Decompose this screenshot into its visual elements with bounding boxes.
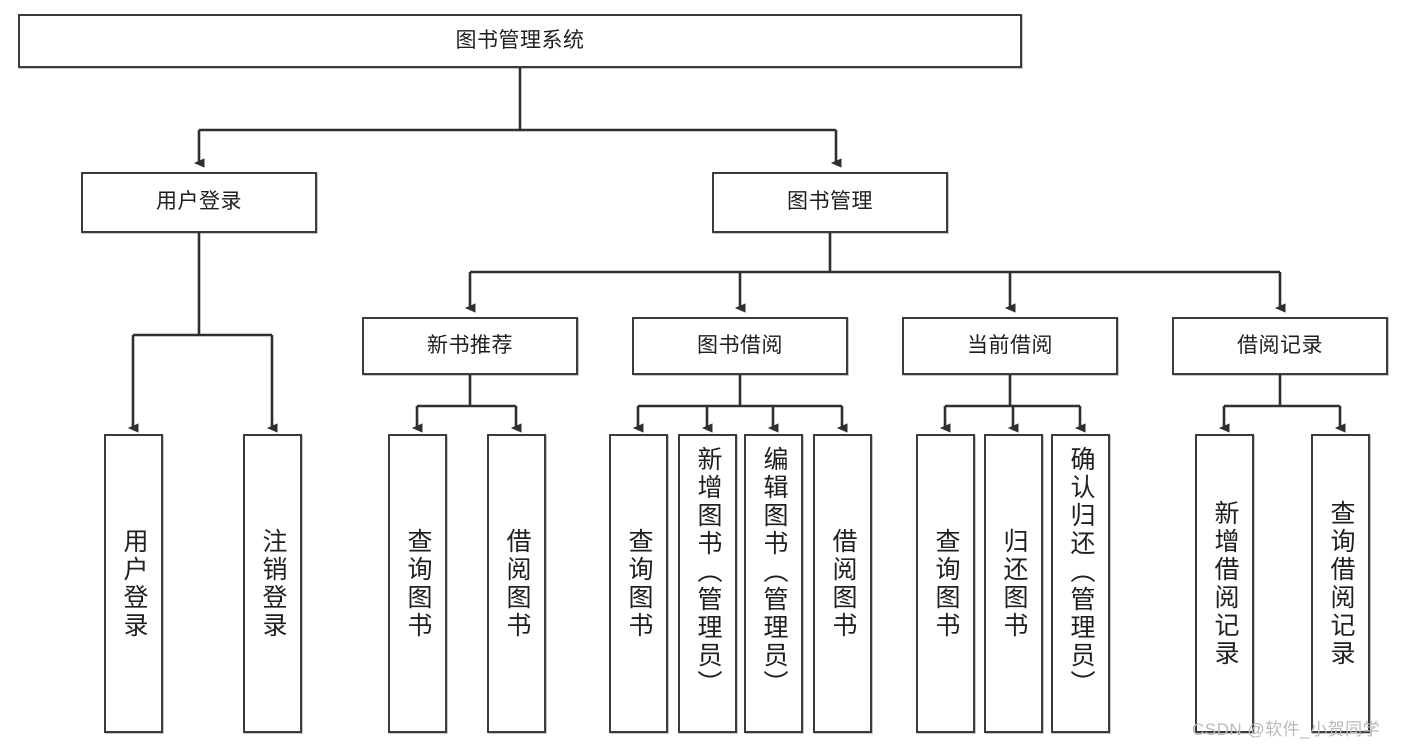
leaf-user-login[interactable]: 用户登录: [104, 434, 163, 733]
node-label: 借阅记录: [1237, 333, 1323, 357]
node-label: 借阅图书: [503, 527, 531, 640]
node-label: 图书管理: [787, 190, 873, 214]
leaf-query-borrow-record[interactable]: 查询借阅记录: [1311, 434, 1370, 733]
node-label: 图书借阅: [697, 333, 783, 357]
node-label: 查询图书: [404, 527, 432, 640]
node-label: 查询借阅记录: [1327, 499, 1355, 668]
leaf-add-book-admin[interactable]: 新增图书（管理员）: [678, 434, 737, 733]
node-label: 归还图书: [1000, 527, 1028, 640]
leaf-add-borrow-record[interactable]: 新增借阅记录: [1195, 434, 1254, 733]
leaf-query-book-recommend[interactable]: 查询图书: [388, 434, 447, 733]
node-user-login[interactable]: 用户登录: [81, 172, 317, 233]
node-label: 用户登录: [156, 190, 242, 214]
leaf-confirm-return-admin[interactable]: 确认归还（管理员）: [1051, 434, 1110, 733]
leaf-logout[interactable]: 注销登录: [243, 434, 302, 733]
node-borrow-record[interactable]: 借阅记录: [1172, 317, 1388, 375]
leaf-return-book[interactable]: 归还图书: [984, 434, 1043, 733]
node-book-management[interactable]: 图书管理: [712, 172, 948, 233]
node-label: 新书推荐: [427, 333, 513, 357]
leaf-query-book-borrow[interactable]: 查询图书: [609, 434, 668, 733]
node-label: 新增图书（管理员）: [694, 446, 722, 698]
node-label: 新增借阅记录: [1211, 499, 1239, 668]
node-label: 用户登录: [120, 527, 148, 640]
node-label: 确认归还（管理员）: [1067, 446, 1095, 698]
node-root-system[interactable]: 图书管理系统: [18, 14, 1022, 68]
node-label: 编辑图书（管理员）: [760, 446, 788, 698]
node-current-borrow[interactable]: 当前借阅: [902, 317, 1118, 375]
node-new-book-recommend[interactable]: 新书推荐: [362, 317, 578, 375]
node-label: 图书管理系统: [455, 28, 585, 52]
node-book-borrow[interactable]: 图书借阅: [632, 317, 848, 375]
leaf-query-book-current[interactable]: 查询图书: [916, 434, 975, 733]
leaf-borrow-book[interactable]: 借阅图书: [813, 434, 872, 733]
node-label: 注销登录: [259, 527, 287, 640]
node-label: 借阅图书: [829, 527, 857, 640]
node-label: 查询图书: [932, 527, 960, 640]
node-label: 当前借阅: [967, 333, 1053, 357]
node-label: 查询图书: [625, 527, 653, 640]
watermark-csdn: CSDN @软件_小贺同学: [1192, 720, 1381, 739]
leaf-edit-book-admin[interactable]: 编辑图书（管理员）: [744, 434, 803, 733]
leaf-borrow-book-recommend[interactable]: 借阅图书: [487, 434, 546, 733]
